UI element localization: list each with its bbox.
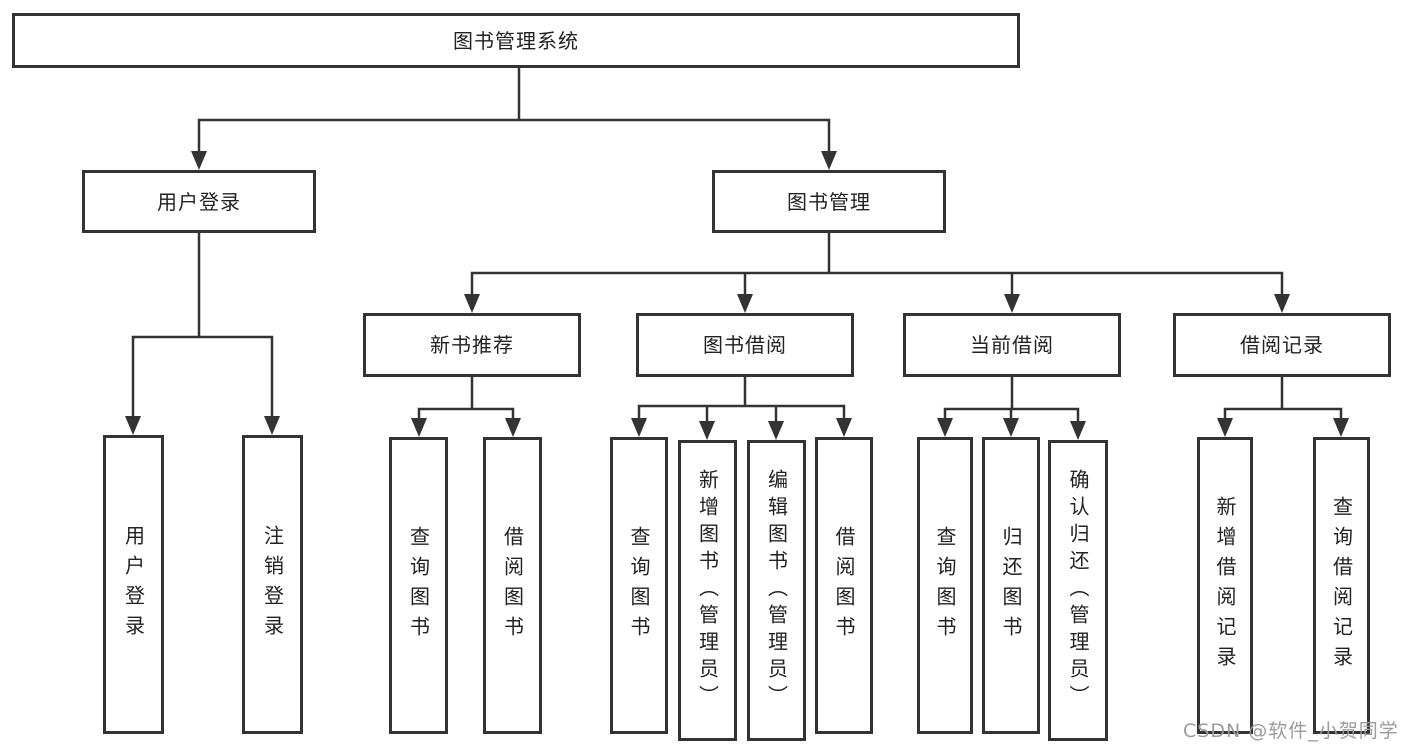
edge-book-borrow-bar: [637, 404, 846, 424]
arrowhead: [464, 294, 480, 313]
leaf-user-login: 用户登录: [103, 435, 164, 734]
leaf-logout: 注销登录: [242, 435, 303, 734]
leaf-query-books-borrow: 查询图书: [610, 437, 668, 734]
arrowhead: [737, 294, 753, 313]
arrowhead: [264, 416, 280, 435]
arrowhead: [1003, 418, 1019, 437]
edge-new-book-bar: [417, 407, 515, 424]
arrowhead: [1274, 294, 1290, 313]
leaf-add-borrow-record: 新增借阅记录: [1197, 437, 1253, 734]
arrowhead: [1004, 294, 1020, 313]
arrowhead: [191, 151, 207, 170]
leaf-query-borrow-record: 查询借阅记录: [1313, 437, 1370, 734]
arrowhead: [821, 151, 837, 170]
leaf-borrow-books-rec: 借阅图书: [483, 437, 542, 734]
arrowhead: [836, 418, 852, 437]
node-user-login: 用户登录: [82, 170, 316, 233]
leaf-query-books-current: 查询图书: [917, 437, 973, 734]
leaf-add-book-admin: 新增图书（管理员）: [678, 440, 737, 741]
leaf-return-book: 归还图书: [982, 437, 1040, 734]
node-borrow-records: 借阅记录: [1173, 313, 1391, 377]
arrowhead: [411, 418, 427, 437]
arrowhead: [768, 421, 784, 440]
watermark: CSDN @软件_小贺同学: [1183, 720, 1399, 742]
leaf-edit-book-admin: 编辑图书（管理员）: [747, 440, 806, 741]
leaf-borrow-books: 借阅图书: [815, 437, 873, 734]
edge-level2-bar: [197, 118, 831, 156]
edge-borrow-records-bar: [1223, 407, 1343, 424]
arrowhead: [937, 418, 953, 437]
leaf-confirm-return-admin: 确认归还（管理员）: [1048, 440, 1108, 741]
arrowhead: [699, 421, 715, 440]
leaf-query-books-rec: 查询图书: [389, 437, 448, 734]
arrowhead: [125, 416, 141, 435]
node-book-mgmt: 图书管理: [712, 170, 946, 233]
edge-level3-bar: [470, 271, 1284, 300]
arrowhead: [1070, 421, 1086, 440]
node-root-system: 图书管理系统: [12, 13, 1020, 68]
arrowhead: [631, 418, 647, 437]
edge-user-login-bar: [131, 335, 274, 421]
arrowhead: [505, 418, 521, 437]
node-book-borrow: 图书借阅: [636, 313, 854, 377]
arrowhead: [1333, 418, 1349, 437]
edge-current-borrow-bar: [943, 407, 1080, 427]
arrowhead: [1217, 418, 1233, 437]
node-current-borrow: 当前借阅: [903, 313, 1121, 377]
node-new-book-rec: 新书推荐: [363, 313, 581, 377]
